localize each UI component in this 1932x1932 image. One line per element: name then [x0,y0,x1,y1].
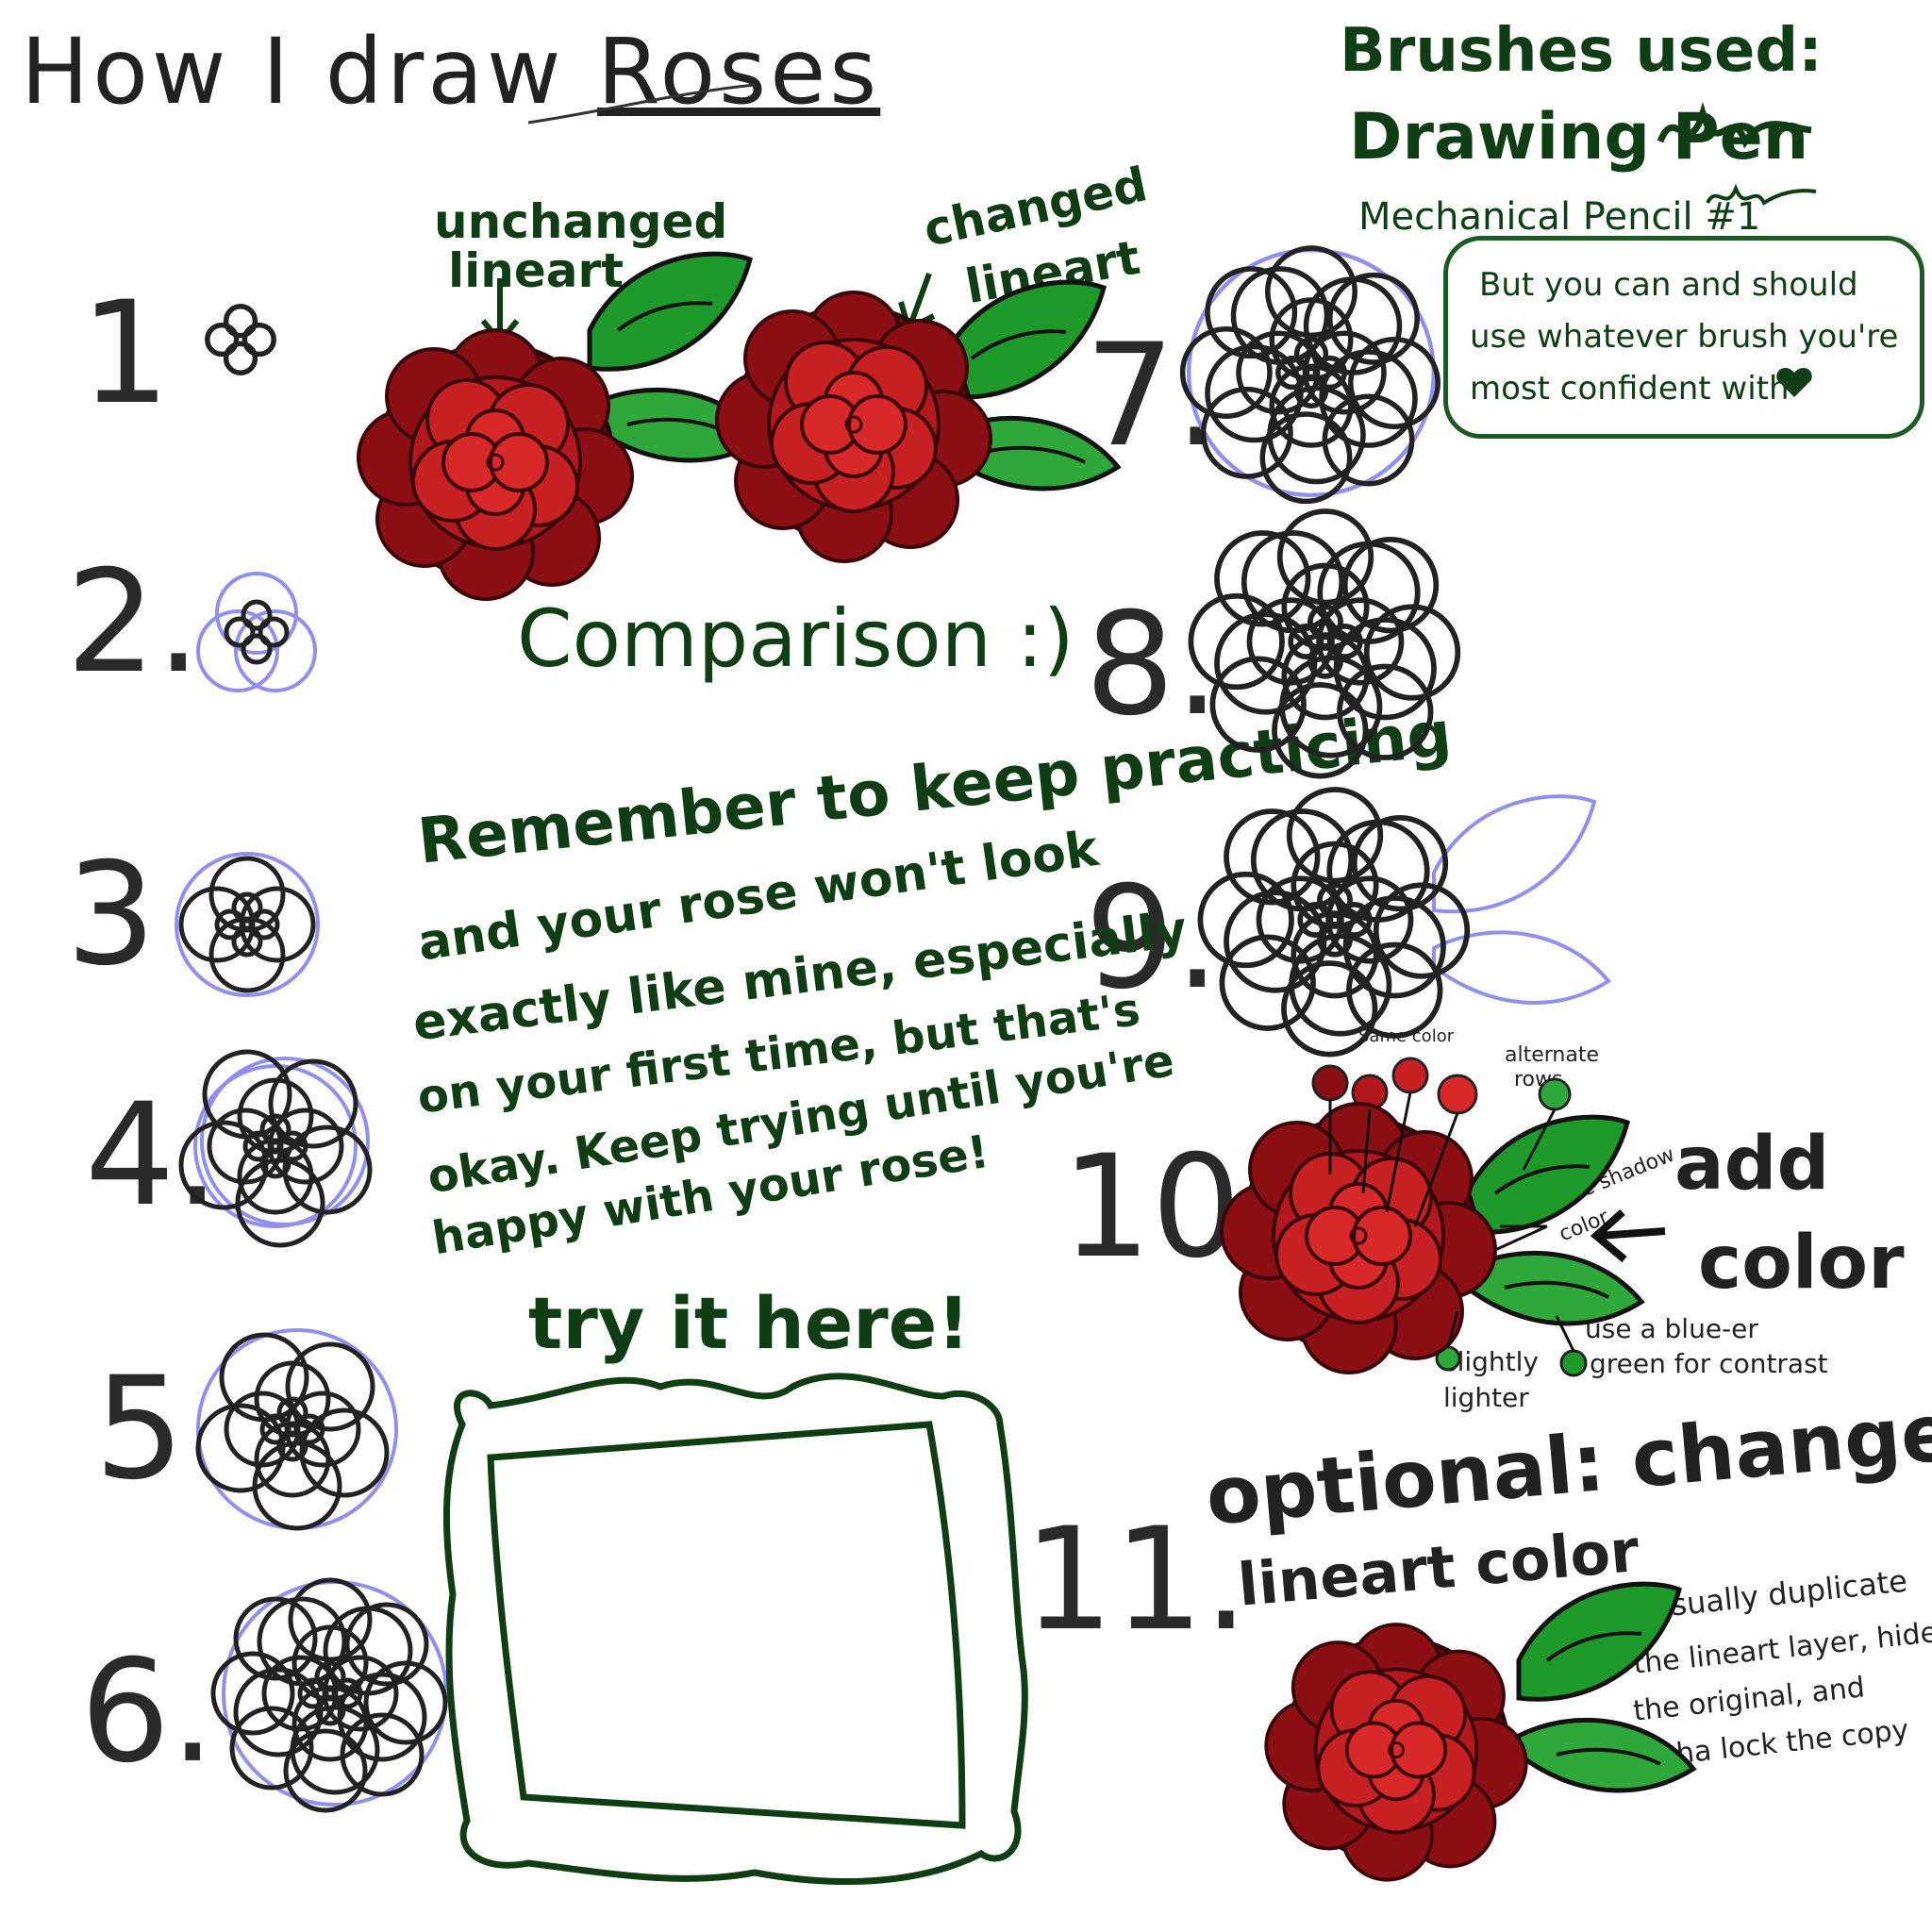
step-number-3: 3 [66,833,157,997]
note-slightly-lighter-2: lighter [1443,1382,1529,1413]
annotation-pointers [1328,1091,1575,1352]
step-7-sketch [1183,248,1439,501]
step-9-leaf-sketch [1432,794,1611,1005]
brush-note-line-2: use whatever brush you're [1470,318,1899,356]
step-number-5: 5 [94,1347,185,1511]
color-swatches [1311,1057,1588,1377]
unchanged-label-2: lineart [448,243,625,298]
leaves-final [1519,1584,1693,1790]
step-6-sketch [213,1580,448,1810]
arrow-left-icon [1590,1209,1666,1263]
step-number-7: 7. [1085,314,1221,478]
practice-frame-inner[interactable] [487,1421,966,1829]
step-number-6: 6. [80,1630,216,1794]
title-prefix: How I draw [21,19,598,125]
pen-stroke-sample [1657,101,1812,149]
step-number-1: 1 [80,272,171,436]
brush-mechanical-pencil: Mechanical Pencil #1 [1358,195,1761,239]
step-5-sketch [198,1328,398,1528]
step-2-sketch [196,572,317,692]
comparison-label: Comparison :) [517,592,1074,685]
note-blue-green-2: green for contrast [1590,1348,1828,1379]
brush-note-line-1: But you can and should [1479,266,1858,304]
note-blue-green-1: use a blue-er [1585,1313,1758,1344]
add-color-label-2: color [1698,1221,1905,1306]
step-3-sketch [175,852,320,997]
rose-final [1266,1624,1526,1880]
add-color-label-1: add [1674,1122,1830,1207]
rose-colored [1222,1104,1495,1373]
practice-frame-outer[interactable] [442,1373,1028,1885]
note-alternate-rows-1: alternate [1505,1043,1599,1067]
rose-unchanged-lineart [358,330,632,599]
step-number-2: 2. [66,541,202,705]
title-flourish [527,83,756,125]
brush-note-line-3: most confident with [1470,370,1790,408]
pencil-stroke-sample [1706,183,1817,206]
practice-label: try it here! [528,1281,970,1365]
brushes-heading: Brushes used: [1340,16,1823,86]
step-8-sketch [1191,511,1457,776]
step-4-sketch [181,1052,370,1245]
rose-changed-lineart [717,292,991,561]
page-title: How I draw Roses [21,26,880,117]
step-number-11: 11. [1024,1498,1249,1662]
brush-drawing-pen: Drawing Pen [1349,100,1809,175]
heart-icon [1776,367,1812,397]
step-number-9: 9. [1085,857,1221,1021]
brush-note-box [1443,236,1924,439]
step-9-sketch [1200,790,1467,1055]
step-1-cross [208,307,274,373]
unchanged-label-1: unchanged [434,194,728,249]
